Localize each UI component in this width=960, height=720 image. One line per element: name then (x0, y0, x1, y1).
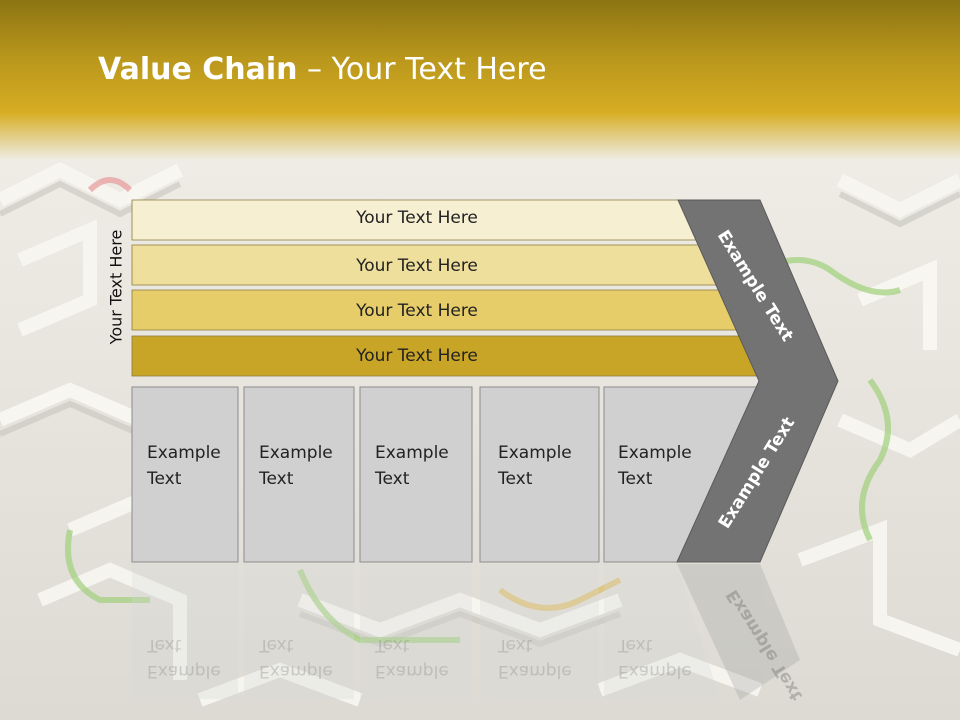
box-reflection-1 (132, 564, 238, 699)
box-3-line-2: Text (375, 469, 410, 489)
box-4-line-1: Example (498, 443, 572, 463)
reflection-1-line-2: Text (147, 635, 182, 655)
bar-label-4: Your Text Here (356, 346, 478, 366)
bar-label-2: Your Text Here (356, 256, 478, 276)
box-1-line-1: Example (147, 443, 221, 463)
box-2-line-2: Text (259, 469, 294, 489)
box-2-line-1: Example (259, 443, 333, 463)
box-5-line-2: Text (618, 469, 653, 489)
reflection-5-line-1: Example (618, 661, 692, 681)
page-title: Value Chain – Your Text Here (98, 52, 547, 87)
bar-label-1: Your Text Here (356, 208, 478, 228)
box-4-line-2: Text (498, 469, 533, 489)
reflection-label-4: Example Text (498, 632, 572, 684)
reflection-label-5: Example Text (618, 632, 692, 684)
box-1 (131, 386, 239, 563)
box-3 (359, 386, 473, 563)
box-reflection-4 (480, 564, 599, 699)
reflection-label-3: Example Text (375, 632, 449, 684)
reflection-4-line-2: Text (498, 635, 533, 655)
chevron-arrow (676, 199, 839, 563)
title-bar (0, 0, 960, 160)
box-3-line-1: Example (375, 443, 449, 463)
reflection-2-line-2: Text (259, 635, 294, 655)
reflection-2-line-1: Example (259, 661, 333, 681)
reflection-5-line-2: Text (618, 635, 653, 655)
chevron-reflection (677, 564, 800, 700)
reflection-3-line-1: Example (375, 661, 449, 681)
reflection-4-line-1: Example (498, 661, 572, 681)
reflection-label-1: Example Text (147, 632, 221, 684)
reflection-label-2: Example Text (259, 632, 333, 684)
box-4 (479, 386, 600, 563)
box-reflection-3 (360, 564, 472, 699)
box-5-line-1: Example (618, 443, 692, 463)
box-reflection-5 (604, 564, 720, 699)
title-bold: Value Chain (98, 52, 298, 87)
bar-label-3: Your Text Here (356, 301, 478, 321)
reflection-3-line-2: Text (375, 635, 410, 655)
box-2 (243, 386, 355, 563)
title-rest: – Your Text Here (297, 52, 547, 87)
box-1-line-2: Text (147, 469, 182, 489)
reflection-1-line-1: Example (147, 661, 221, 681)
box-reflection-2 (244, 564, 354, 699)
